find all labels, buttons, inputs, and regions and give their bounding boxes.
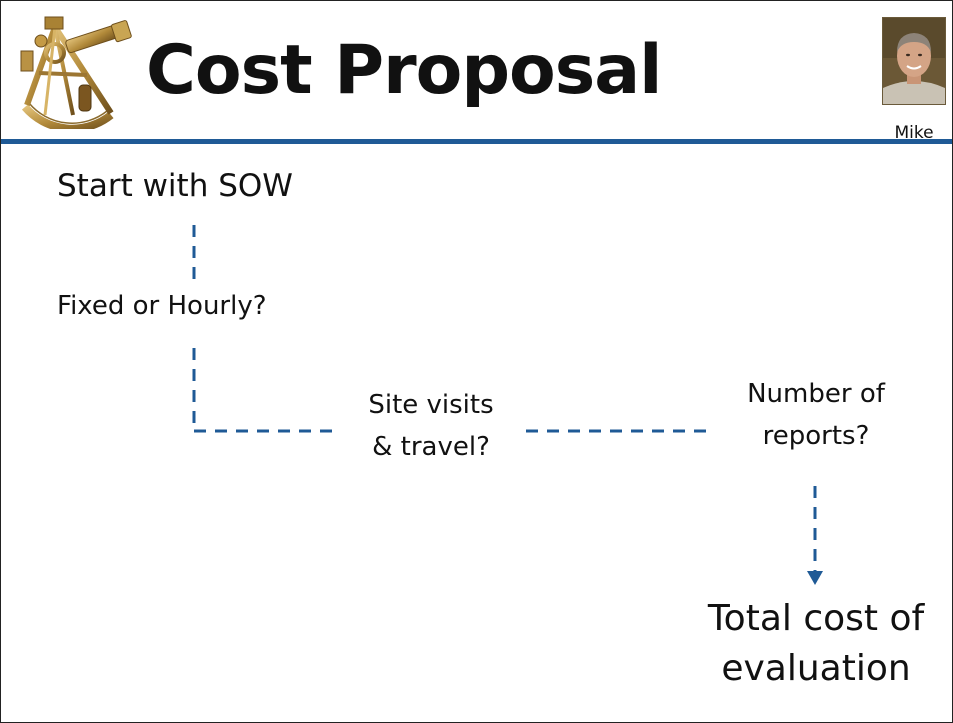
flow-node-reports: Number of reports? [711, 373, 921, 457]
site-visits-line-2: & travel? [372, 432, 490, 462]
site-visits-line-1: Site visits [368, 390, 494, 420]
flow-node-start: Start with SOW [57, 168, 293, 204]
arrow-down-icon [807, 571, 823, 585]
slide-header: Cost Proposal Mike [1, 1, 952, 143]
presenter-badge: Mike [882, 17, 946, 143]
total-line-1: Total cost of [707, 598, 925, 639]
sextant-icon [20, 16, 132, 129]
reports-line-2: reports? [762, 421, 870, 451]
reports-line-1: Number of [747, 379, 885, 409]
presenter-name: Mike [894, 123, 934, 143]
flow-node-site-visits: Site visits & travel? [331, 384, 531, 468]
total-line-2: evaluation [721, 648, 911, 689]
presenter-avatar [882, 17, 946, 105]
header-divider [1, 139, 952, 144]
flow-node-fixed-or-hourly: Fixed or Hourly? [57, 291, 267, 321]
flow-node-total-cost: Total cost of evaluation [691, 594, 941, 694]
page-title: Cost Proposal [146, 31, 662, 110]
